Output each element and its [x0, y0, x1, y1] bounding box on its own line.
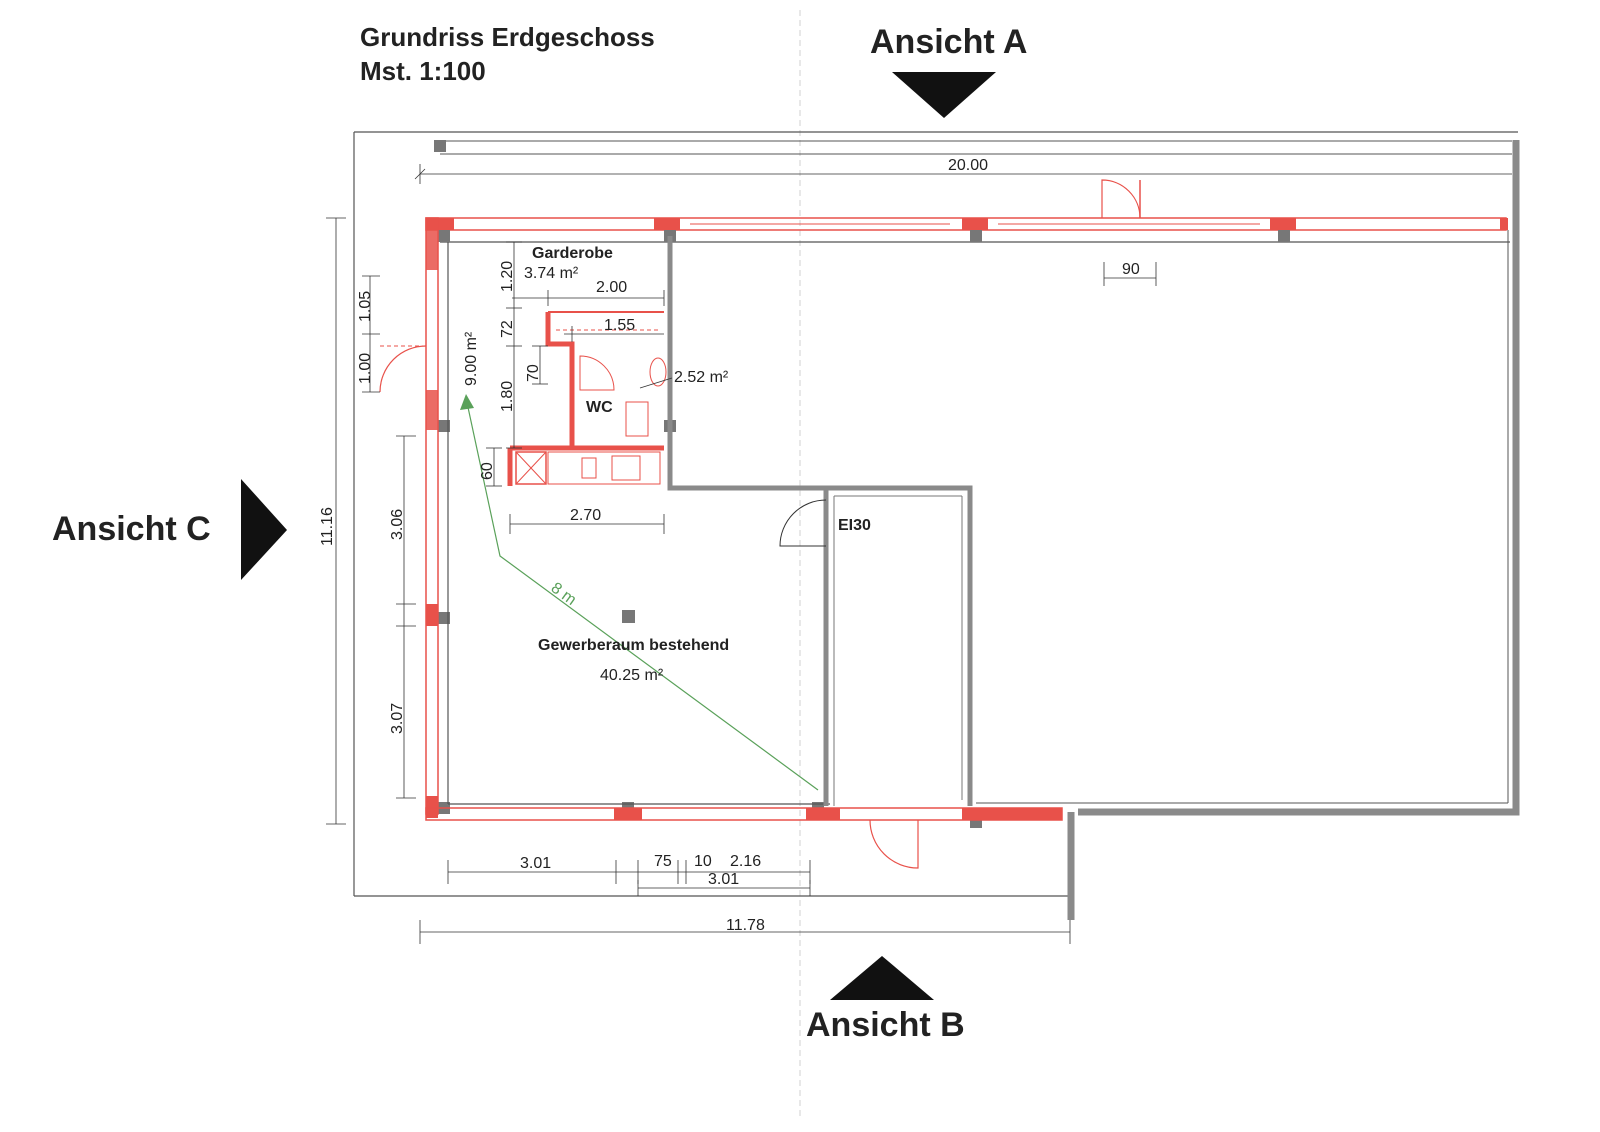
column [438, 420, 450, 432]
door-bottom [869, 819, 919, 869]
dim-garderobe-width: 2.00 [596, 279, 627, 296]
dim-kitchen-width: 2.70 [570, 507, 601, 524]
dim-bottom-301b: 3.01 [708, 871, 739, 888]
column [970, 230, 982, 242]
wc-wall [545, 312, 575, 450]
column [434, 140, 446, 152]
room-main-name: Gewerberaum bestehend [538, 637, 729, 654]
drawing-scale: Mst. 1:100 [360, 56, 486, 86]
dim-bottom-total: 11.78 [726, 917, 765, 934]
room-garderobe-name: Garderobe [532, 245, 613, 262]
dim-wc-width: 1.55 [604, 317, 635, 334]
dim-entry-2: 1.00 [357, 353, 374, 384]
view-c-arrow-icon [241, 479, 287, 580]
drawing-title: Grundriss Erdgeschoss [360, 22, 655, 52]
column [438, 612, 450, 624]
dim-left-upper: 3.06 [389, 509, 406, 540]
dim-bottom-75: 75 [654, 853, 672, 870]
dim-total-width: 20.00 [948, 157, 988, 174]
room-main-area: 40.25 m² [600, 667, 664, 684]
dim-door-width: 90 [1122, 261, 1140, 278]
wc-door-swing [579, 355, 615, 391]
dim-bottom-216: 2.16 [730, 853, 761, 870]
room-wc-name: WC [586, 399, 613, 416]
escape-route-arrow-icon [460, 394, 474, 410]
view-a-label: Ansicht A [870, 23, 1027, 61]
fire-door-label: EI30 [838, 517, 871, 534]
escape-route-line [465, 397, 819, 791]
dim-bottom-10: 10 [694, 853, 712, 870]
room-garderobe-area: 3.74 m² [524, 265, 579, 282]
dim-wc-70: 70 [525, 364, 542, 382]
wc-toilet [649, 357, 667, 387]
column [1278, 230, 1290, 242]
view-b-label: Ansicht B [806, 1006, 965, 1044]
dim-left-lower: 3.07 [389, 703, 406, 734]
dim-entry-1: 1.05 [357, 291, 374, 322]
dim-bottom-1: 3.01 [520, 855, 551, 872]
existing-wall-right [1078, 140, 1520, 816]
dim-wc-height: 1.80 [499, 381, 516, 412]
wc-sink [625, 401, 649, 437]
existing-inner-wall [667, 236, 973, 806]
kitchen-appliance [515, 451, 547, 485]
view-c-label: Ansicht C [52, 510, 211, 548]
door-left [379, 345, 427, 393]
column [622, 610, 635, 623]
room-corridor-area: 9.00 m² [463, 331, 480, 386]
dimension-lines [326, 164, 1512, 944]
view-b-arrow-icon [830, 956, 934, 1000]
door-ei30 [779, 499, 827, 547]
new-wall-left [425, 217, 439, 815]
dim-total-height: 11.16 [319, 507, 336, 546]
room-wc-area: 2.52 m² [674, 369, 729, 386]
dim-garderobe-height: 1.20 [499, 261, 516, 292]
door-top [1101, 179, 1141, 219]
column [438, 230, 450, 242]
dim-kitchen-60: 60 [479, 462, 496, 480]
dim-wc-top: 72 [499, 320, 516, 338]
view-a-arrow-icon [892, 72, 996, 118]
kitchen-counter [547, 451, 661, 485]
escape-route-length: 8 m [548, 579, 580, 608]
